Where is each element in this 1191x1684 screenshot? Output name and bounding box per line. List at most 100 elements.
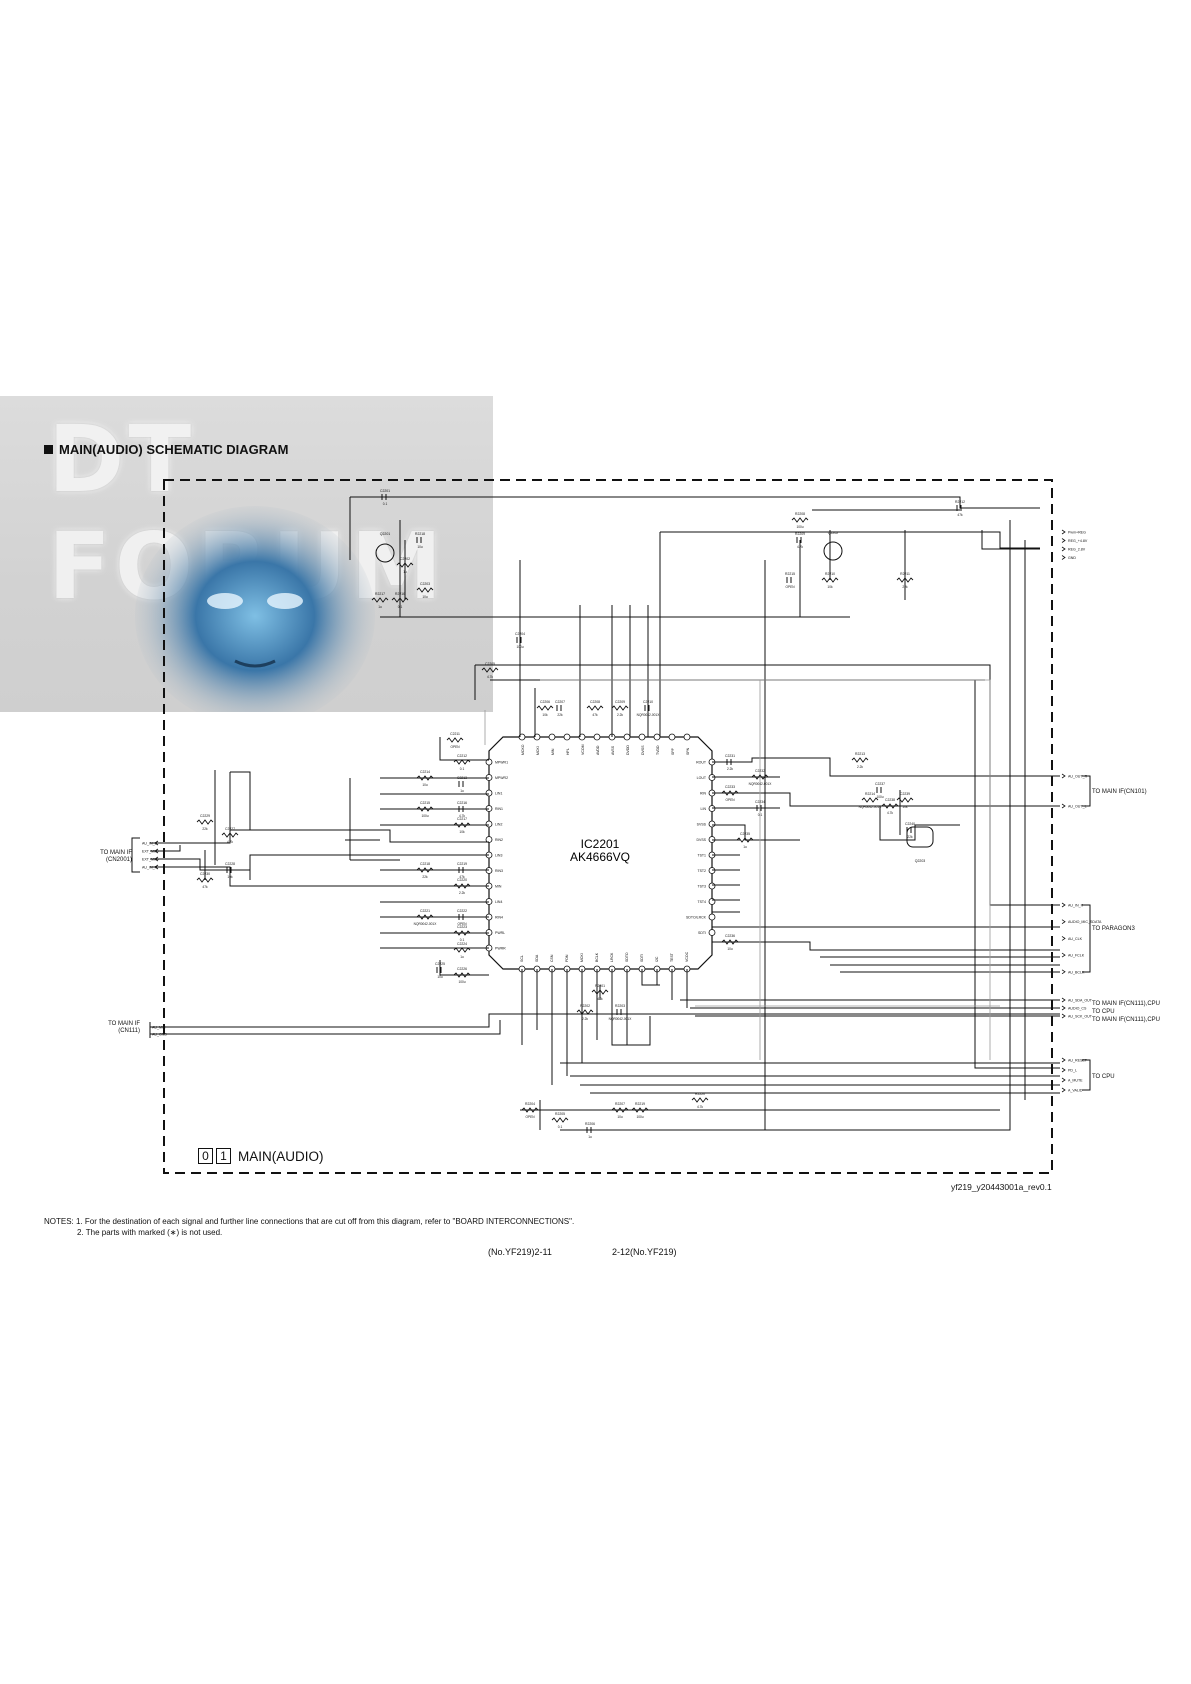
signal-label: Pwm+REG	[1068, 531, 1086, 535]
ic-pin-label-bottom: TEST	[670, 952, 674, 962]
signal-label: AU_FCLK	[1068, 954, 1085, 958]
resistor-symbol	[221, 832, 239, 838]
ic-pin-label-top: AVDD	[596, 745, 600, 755]
component-value-label: OPEN	[457, 922, 467, 926]
component-value-label: 10k	[827, 585, 833, 589]
signal-terminal-icon	[1061, 546, 1066, 552]
signal-terminal-icon	[1061, 1005, 1066, 1011]
component-value-label: 100u	[458, 980, 465, 984]
ic-pin-right	[708, 898, 716, 905]
resistor-symbol	[896, 577, 914, 583]
component-ref-label: C2201	[380, 489, 390, 493]
resistor-symbol	[416, 914, 434, 920]
signal-label-left: AU_MIC	[152, 1026, 166, 1030]
component-ref-label: R2204	[525, 1102, 535, 1106]
component-value-label: 0.1	[398, 605, 403, 609]
ic-pin-label-bottom: BCLK	[595, 952, 599, 962]
component-ref-label: R2216	[395, 592, 405, 596]
ic-pin-label-right: TST4	[697, 900, 706, 904]
ic-pin-label-left: LIN1	[495, 792, 502, 796]
component-value-label: 0.1	[558, 1125, 563, 1129]
component-ref-label: C2211	[450, 732, 460, 736]
signal-terminal-icon	[1061, 555, 1066, 560]
component-value-label: 10u	[617, 1115, 623, 1119]
ic-pin-label-bottom: SCL	[520, 955, 524, 962]
component-value-label: 10k	[459, 830, 465, 834]
component-value-label: 4.7k	[227, 840, 233, 844]
component-value-label: 1u	[460, 955, 464, 959]
ic-pin-top	[563, 733, 571, 741]
ic-pin-label-top: AVSS	[611, 745, 615, 755]
component-value-label: 0.1	[460, 938, 465, 942]
component-ref-label: R2220	[695, 1092, 705, 1096]
component-value-label: 10k	[902, 805, 908, 809]
component-ref-label: C2236	[725, 934, 735, 938]
board-number-box-2: 1	[216, 1148, 231, 1164]
component-ref-label: C2214	[420, 770, 430, 774]
ic-part-label: AK4666VQ	[570, 850, 630, 864]
component-value-label: 2.2k	[459, 891, 465, 895]
ic-pin-label-left: PWRL	[495, 931, 505, 935]
component-value-label: NQR0042-001X	[637, 713, 661, 717]
component-ref-label: R2212	[955, 500, 965, 504]
component-ref-label: R2202	[580, 1004, 590, 1008]
component-ref-label: C2239	[900, 792, 910, 796]
signal-label: AU_SCK_OUT	[1068, 1015, 1093, 1019]
component-ref-label: C2237	[875, 782, 885, 786]
resistor-symbol	[453, 759, 471, 765]
signal-label-left: EXT_MIC+	[142, 850, 160, 854]
ic-pin-label-right: LOUT	[697, 776, 707, 780]
ic-pin-label-right: TST1	[697, 854, 706, 858]
resistor-symbol	[631, 1107, 649, 1113]
signal-terminal-icon	[1061, 1087, 1066, 1093]
ic-pin-label-top: HPL	[566, 748, 570, 755]
component-ref-label: C2231	[725, 754, 735, 758]
board-label: 0 1 MAIN(AUDIO)	[198, 1148, 324, 1164]
signal-label: REG_2.8V	[1068, 548, 1086, 552]
note-1: NOTES: 1. For the destination of each si…	[44, 1217, 575, 1226]
ic-pin-label-right: ROUT	[696, 761, 707, 765]
component-value-label: 22k	[907, 835, 913, 839]
terminal-marks	[154, 529, 1066, 1093]
component-value-label: 47k	[957, 513, 963, 517]
component-ref-label: R2207	[615, 1102, 625, 1106]
component-ref-label: C2229	[200, 814, 210, 818]
component-value-label: OPEN	[725, 798, 735, 802]
page-number-left: (No.YF219)2-11	[488, 1247, 552, 1257]
resistor-symbol	[396, 562, 414, 568]
resistor-symbol	[791, 517, 809, 523]
connector-paragon3: TO PARAGON3	[1092, 926, 1135, 932]
component-ref-label: C2212	[457, 754, 467, 758]
component-ref-label: R2206	[585, 1122, 595, 1126]
notes-block: NOTES: 1. For the destination of each si…	[44, 1216, 574, 1238]
ic2201-body	[488, 736, 713, 970]
resistor-symbol	[861, 797, 879, 803]
signal-terminal-icon	[1061, 969, 1066, 975]
resistor-symbol	[591, 989, 609, 995]
connector-to-cpu-2: TO CPU	[1092, 1074, 1115, 1080]
signal-terminal-icon	[1061, 529, 1066, 535]
ic-pin-label-top: SPP	[671, 747, 675, 755]
ic-pin-label-bottom: LRCK	[610, 952, 614, 962]
resistor-symbol	[611, 705, 629, 711]
signal-label: REG_+4.8V	[1068, 539, 1088, 543]
resistor-symbol	[611, 1107, 629, 1113]
signal-label: AU_RESET	[1068, 1059, 1088, 1063]
transistor-ref-label: Q2202	[828, 531, 839, 535]
signal-terminal-icon	[1061, 1057, 1066, 1063]
ic-pin-top	[683, 733, 691, 741]
ic-pin-label-bottom: VCOC	[685, 951, 689, 962]
component-value-label: 10k	[227, 875, 233, 879]
resistor-symbol	[416, 867, 434, 873]
component-ref-label: C2219	[457, 862, 467, 866]
signal-terminal-icon	[1061, 952, 1066, 958]
page-number-right: 2-12(No.YF219)	[612, 1247, 677, 1257]
ic-pin-top	[548, 733, 556, 741]
component-ref-label: C2210	[643, 700, 653, 704]
component-ref-label: C2226	[457, 967, 467, 971]
component-ref-label: C2209	[615, 700, 625, 704]
component-ref-label: C2215	[420, 801, 430, 805]
component-ref-label: C2218	[420, 862, 430, 866]
